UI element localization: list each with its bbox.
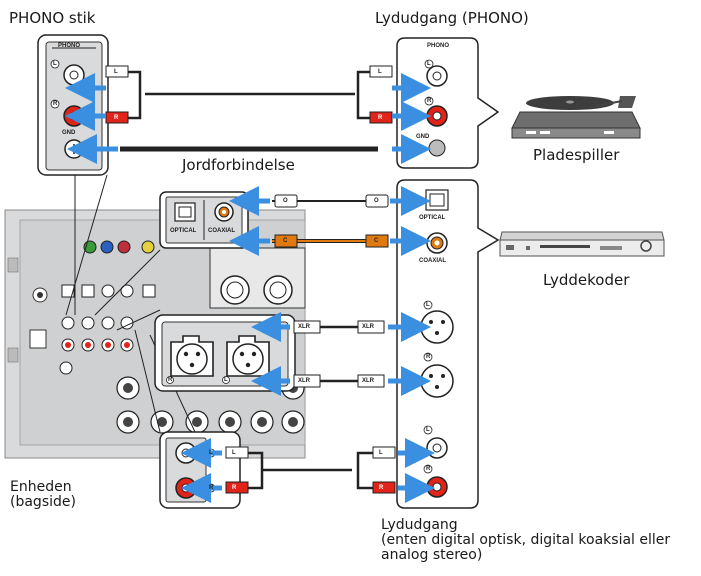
rx-coaxial-text: COAXIAL: [208, 228, 235, 234]
tt-gnd-text: GND: [416, 134, 429, 140]
phono-cable: [106, 66, 392, 123]
xlr-l-text: L: [224, 377, 228, 383]
phono-jack-box: [38, 35, 108, 175]
gnd-text: GND: [62, 130, 75, 136]
plug-l-text: L: [114, 69, 118, 75]
rx-optical-text: OPTICAL: [170, 228, 196, 234]
xlr-plug1-text: XLR: [298, 324, 310, 330]
cd-player-icon: [500, 232, 664, 256]
coaxial-cable: [272, 235, 388, 247]
xlr-plug4-text: XLR: [362, 378, 374, 384]
dec-rca-r-text: R: [426, 466, 430, 472]
xlr-plug2-text: XLR: [362, 324, 374, 330]
turntable-output-panel: [397, 38, 498, 168]
phono-jack-label: PHONO stik: [9, 9, 95, 27]
dec-coaxial-text: COAXIAL: [419, 258, 446, 264]
optical-cable: [272, 195, 388, 207]
analog-input-box: [160, 432, 240, 508]
rx-rca-r-text: R: [209, 485, 213, 491]
digital-input-box: [160, 192, 248, 248]
turntable-icon: [512, 96, 640, 138]
plug-r2-text: R: [378, 115, 382, 121]
plug-rca-l-text: L: [232, 450, 236, 456]
plug-rca-r-text: R: [232, 485, 236, 491]
tt-r-text: R: [427, 98, 431, 104]
dec-xlr-l-text: L: [426, 302, 430, 308]
dec-rca-l-text: L: [426, 427, 430, 433]
tt-phono-text: PHONO: [427, 43, 449, 49]
phono-jack-text: PHONO: [58, 43, 80, 49]
xlr-r-text: R: [168, 377, 172, 383]
phono-r-text: R: [53, 101, 57, 107]
plug-c-text: C: [283, 238, 287, 244]
plug-l2-text: L: [378, 69, 382, 75]
analog-cable: [226, 447, 395, 493]
plug-o-text: O: [283, 198, 288, 204]
dec-xlr-r-text: R: [426, 354, 430, 360]
audio-out-label: Lydudgang (enten digital optisk, digital…: [381, 518, 670, 563]
xlr-plug3-text: XLR: [298, 378, 310, 384]
plug-c2-text: C: [374, 238, 378, 244]
audio-decoder-label: Lyddekoder: [543, 271, 629, 289]
turntable-label: Pladespiller: [533, 146, 619, 164]
decoder-output-panel: [397, 180, 498, 508]
dec-optical-text: OPTICAL: [419, 215, 445, 221]
tt-l-text: L: [427, 61, 431, 67]
plug-rca-r2-text: R: [379, 485, 383, 491]
plug-r-text: R: [114, 115, 118, 121]
unit-rear-label: Enheden (bagside): [10, 480, 76, 510]
ground-connection-label: Jordforbindelse: [182, 156, 295, 174]
plug-rca-l2-text: L: [379, 450, 383, 456]
audio-out-phono-label: Lydudgang (PHONO): [375, 9, 529, 27]
rx-rca-l-text: L: [209, 450, 213, 456]
phono-l-text: L: [53, 61, 57, 67]
plug-o2-text: O: [374, 198, 379, 204]
